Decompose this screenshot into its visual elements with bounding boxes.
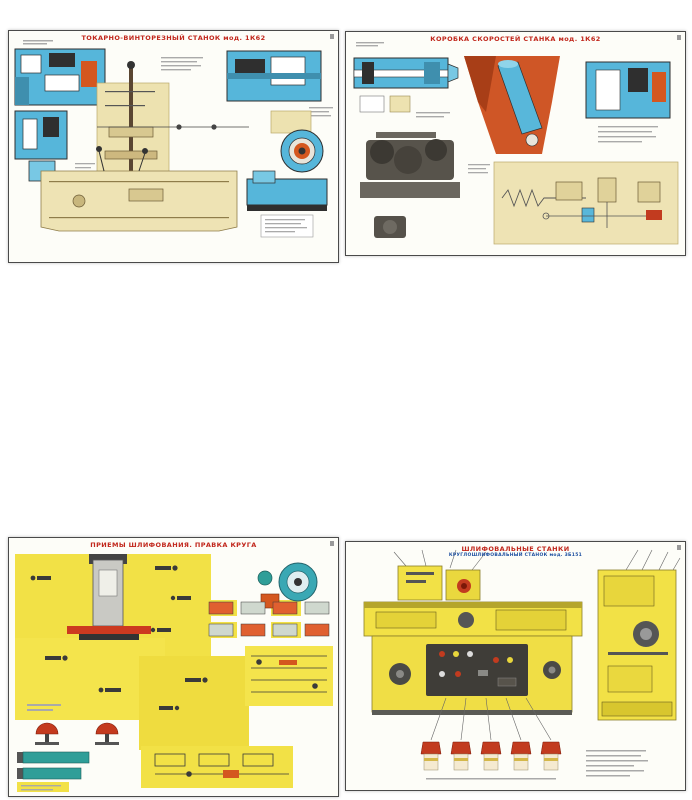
lathe-sections-diagram	[14, 40, 333, 238]
grinding-wheel-illustration	[257, 562, 318, 609]
bed-levers	[96, 146, 148, 172]
clutch-part-photo	[374, 216, 406, 238]
sample-part	[480, 741, 502, 771]
spindle-cross-section	[353, 57, 459, 89]
gearbox-clutch-diagram	[353, 42, 679, 245]
poster-subtitle: КРУГЛОШЛИФОВАЛЬНЫЙ СТАНОК мод. 3Б151	[448, 553, 583, 558]
poster-lathe-sections: ТОКАРНО-ВИНТОРЕЗНЫЙ СТАНОК мод. 1К62	[8, 30, 339, 263]
sample-leader-lines	[430, 697, 552, 741]
legend-box	[260, 214, 314, 238]
poster-gearbox-clutch: КОРОБКА СКОРОСТЕЙ СТАНКА мод. 1К62	[345, 31, 686, 256]
legend-text	[426, 750, 648, 780]
poster-title: ШЛИФОВАЛЬНЫЕ СТАНКИ	[461, 545, 570, 553]
lubrication-schematic	[493, 161, 679, 245]
kinematic-line	[97, 124, 249, 130]
poster-grinding-techniques: ПРИЕМЫ ШЛИФОВАНИЯ. ПРАВКА КРУГА	[8, 537, 339, 797]
cone-clutch-illustration	[464, 56, 560, 154]
red-dome-parts	[35, 722, 119, 745]
small-mechanisms	[30, 565, 208, 711]
feed-box-cross-section	[585, 61, 671, 119]
control-lever-diagram	[96, 61, 170, 184]
apron-cross-section	[14, 110, 68, 182]
lathe-bed-diagram	[40, 146, 238, 232]
headstock-cross-section	[14, 48, 106, 106]
sample-part	[420, 741, 442, 771]
right-machine-view	[597, 569, 677, 721]
wheelhead-top-view	[397, 565, 481, 601]
teal-cylinder-parts	[17, 751, 90, 780]
bottom-panel-drawings	[154, 753, 289, 778]
grinding-techniques-diagram	[15, 554, 333, 792]
detail-sketches	[359, 95, 411, 113]
annotation-lines	[21, 704, 61, 791]
bearing-diagram	[280, 129, 324, 173]
sample-part-rows	[208, 601, 330, 637]
page-number-mark	[330, 34, 334, 39]
dressing-fixture-photo	[67, 554, 151, 640]
poster-cylindrical-grinder: ШЛИФОВАЛЬНЫЕ СТАНКИ КРУГЛОШЛИФОВАЛЬНЫЙ С…	[345, 541, 686, 791]
poster-title: ТОКАРНО-ВИНТОРЕЗНЫЙ СТАНОК мод. 1К62	[81, 34, 266, 42]
right-panel-drawings	[251, 655, 327, 693]
grinder-front-view	[363, 601, 583, 715]
page-number-mark	[677, 35, 681, 40]
sample-part	[540, 741, 562, 771]
cylindrical-grinder-diagram	[363, 549, 681, 780]
tailstock-cross-section	[226, 50, 322, 102]
poster-title: КОРОБКА СКОРОСТЕЙ СТАНКА мод. 1К62	[430, 35, 601, 43]
small-beige-panel	[270, 110, 312, 134]
lathe-side-view	[246, 170, 328, 211]
page-number-mark	[677, 545, 681, 550]
control-panel-buttons	[439, 651, 517, 687]
grinding-wheel-samples	[420, 741, 562, 771]
page-number-mark	[330, 541, 334, 546]
sample-part	[450, 741, 472, 771]
poster-title: ПРИЕМЫ ШЛИФОВАНИЯ. ПРАВКА КРУГА	[90, 541, 257, 549]
annotation-lines	[23, 40, 333, 169]
annotation-lines	[356, 42, 658, 174]
gear-train-photo	[360, 132, 460, 198]
sample-part	[510, 741, 532, 771]
